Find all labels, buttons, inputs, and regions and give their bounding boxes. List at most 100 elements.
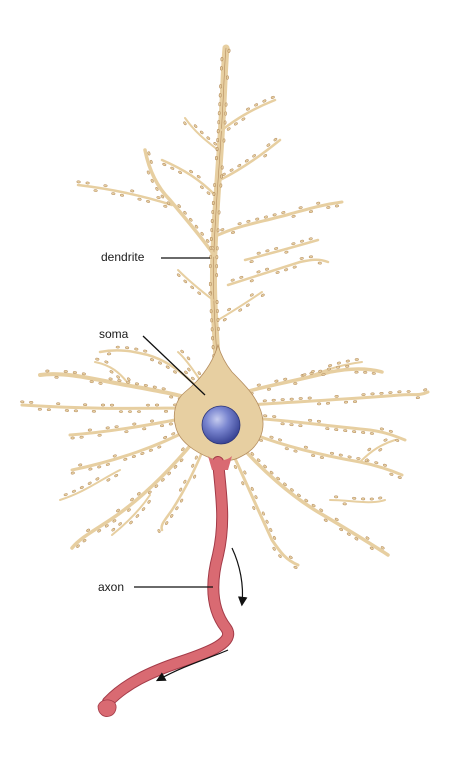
dendritic-spine [300,257,304,260]
dendritic-spine [371,393,375,395]
dendritic-spine [327,368,331,371]
dendritic-spine [215,156,217,160]
dendritic-spine [299,397,303,399]
dendritic-spine [378,448,382,452]
dendritic-spine [339,454,343,457]
dendritic-spine [217,228,219,232]
dendritic-spine [169,423,173,426]
dendritic-spine [224,121,226,125]
dendritic-spine [64,370,68,373]
dendritic-spine [239,276,243,279]
dendritic-spine [263,400,267,402]
dendritic-spine [281,211,285,214]
dendritic-spine [132,455,136,458]
dendritic-spine [293,265,297,268]
dendritic-spine [250,279,254,282]
dendritic-spine [367,448,371,452]
dendritic-spine [246,220,250,223]
basal-dendrite [162,445,205,530]
dendritic-spine [128,411,132,413]
dendritic-spine [200,130,204,134]
dendritic-spine [158,361,162,365]
dendritic-spine [271,96,275,99]
dendritic-spine [20,401,24,403]
dendritic-spine [132,423,136,426]
dendritic-spine [334,496,338,498]
dendritic-spine [160,424,164,427]
dendritic-spine [46,370,50,372]
dendritic-spine [213,142,217,146]
dendritic-spine [104,184,108,187]
dendritic-spine [114,474,118,478]
dendritic-spine [318,262,322,265]
dendritic-spine [150,358,154,361]
dendritic-spine [220,228,224,231]
dendritic-spine [170,167,174,171]
dendritic-spine [64,493,68,496]
dendritic-spine [56,403,60,405]
dendritic-spine [213,192,215,196]
dendritic-spine [356,457,360,460]
dendritic-spine [183,480,187,484]
dendritic-spine [130,189,134,192]
dendritic-spine [262,511,265,515]
dendritic-spine [94,189,98,192]
dendritic-spine [216,255,218,259]
basal-dendrite [360,440,395,462]
dendritic-spine [293,450,297,453]
dendritic-spine [210,318,212,322]
dendritic-spine [197,291,201,295]
dendritic-spine [166,365,170,369]
dendritic-spine [317,403,321,405]
dendritic-spine [123,458,127,461]
dendritic-spine [137,198,141,201]
dendritic-spine [190,285,194,289]
dendritic-spine [416,396,420,398]
dendritic-spine [264,215,268,218]
dendritic-spine [120,194,124,197]
dendritic-spine [110,404,114,406]
dendritic-spine [146,404,150,406]
axon-label: axon [98,580,124,594]
dendritic-spine [326,402,330,404]
dendritic-spine [193,474,197,478]
dendritic-spine [265,268,269,271]
dendritic-spine [88,468,92,471]
dendritic-spine [47,409,51,411]
dendritic-spine [194,124,198,128]
dendritic-spine [380,427,384,430]
dendritic-spine [212,345,214,349]
dendritic-spine [221,57,223,61]
dendritic-spine [238,308,242,312]
dendritic-spine [106,427,110,430]
dendritic-spine [221,166,223,170]
dendritic-spine [317,420,321,423]
soma-label: soma [99,327,128,341]
dendritic-spine [220,66,222,70]
dendritic-spine [107,353,111,356]
dendritic-spine [251,487,254,491]
dendritic-spine [127,377,131,381]
dendritic-spine [171,432,175,436]
dendritic-spine [106,463,110,466]
dendritic-spine [378,497,382,500]
dendritic-spine [370,432,374,435]
dendritic-spine [302,373,306,376]
dendritic-spine [330,452,334,455]
dendritic-spine [281,398,285,400]
dendritic-spine [284,251,288,254]
dendritic-spine [263,415,267,418]
dendritic-spine [228,49,231,53]
dendritic-spine [217,327,219,331]
dendritic-spine [38,408,42,410]
dendritic-spine [180,349,184,353]
dendritic-spine [274,247,278,250]
dendritic-spine [254,103,258,107]
dendritic-spine [124,430,128,433]
dendritic-spine [211,327,213,331]
nucleus [202,406,240,444]
curved-arrow-icon [232,548,243,604]
dendritic-spine [95,477,99,481]
dendritic-spine [252,506,255,510]
dendrite-branch [220,140,280,180]
